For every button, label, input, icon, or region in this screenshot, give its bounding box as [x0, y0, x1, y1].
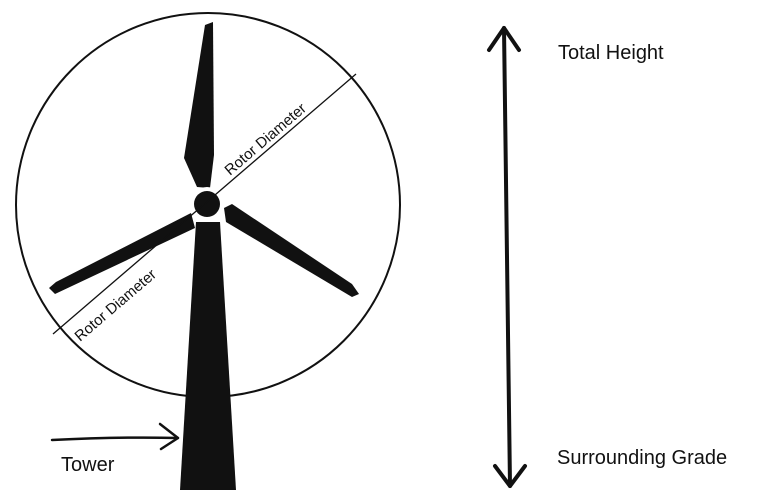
tower-pointer-arrow — [52, 424, 178, 449]
rotor-diameter-label-upper: Rotor Diameter — [222, 100, 310, 179]
tower-label: Tower — [61, 454, 115, 476]
surrounding-grade-label: Surrounding Grade — [557, 447, 727, 469]
blade-left — [49, 213, 195, 294]
tower — [180, 222, 236, 490]
total-height-label: Total Height — [558, 42, 664, 64]
total-height-arrow — [489, 28, 525, 486]
blade-right — [224, 204, 359, 297]
blade-top — [184, 22, 214, 188]
